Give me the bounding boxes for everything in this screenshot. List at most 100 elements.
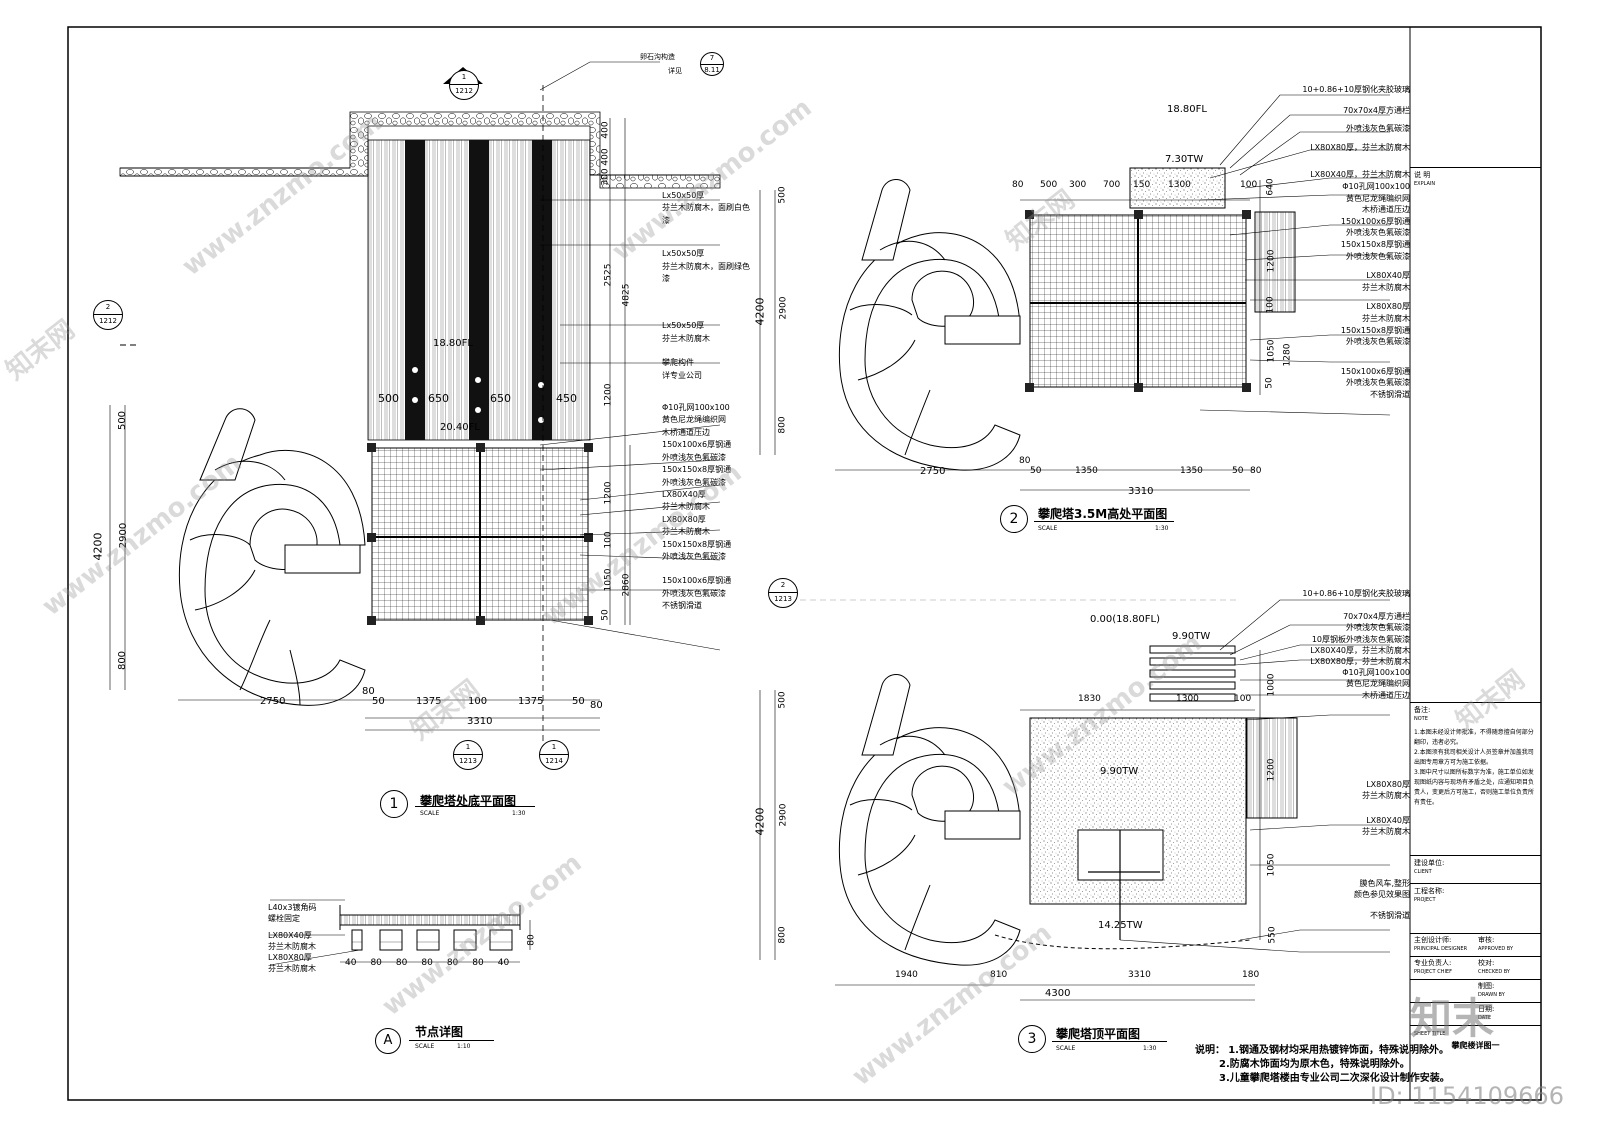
watermark-logo: 知末: [1410, 994, 1495, 1043]
p1-elev-a: 18.80FL: [433, 338, 473, 349]
note-item: 2.防腐木饰面均为原木色，特殊说明除外。: [1219, 1059, 1410, 1070]
p3-dim: 810: [990, 970, 1008, 980]
tb-cell: 日期:: [1478, 1005, 1495, 1013]
p1-label: 外喷浅灰色氟碳漆: [662, 452, 726, 462]
dA-label: 螺栓固定: [268, 914, 300, 923]
dA-dim: 80: [446, 958, 459, 968]
spiral-slide-3: [838, 674, 1021, 966]
p2-label: 芬兰木防腐木: [1362, 313, 1410, 323]
p1-dim: 80: [590, 700, 603, 711]
p1-label: 木桥通道压边: [662, 427, 710, 437]
project-cn: 工程名称:: [1414, 887, 1445, 895]
p2-label: 外喷浅灰色氟碳漆: [1346, 124, 1410, 134]
p2-dim: 50: [1232, 466, 1244, 476]
p3-dim: 180: [1242, 970, 1260, 980]
tb-row: 主创设计师: PRINCIPAL DESIGNER 审核: APPROVED B…: [1410, 934, 1541, 957]
p2-dim: 1350: [1180, 466, 1203, 476]
title-circle: A: [375, 1028, 401, 1054]
tb-cell: CHECKED BY: [1478, 969, 1510, 975]
p3-elev-d: 14.25TW: [1098, 920, 1143, 931]
p1-dim: 1375: [518, 696, 544, 707]
p1-rdim2: 2860: [621, 573, 632, 597]
detailA-label-column: L40x3镀角码 螺栓固定 LX80X40厚 芬兰木防腐木 LX80X80厚 芬…: [268, 902, 316, 974]
title-block-note: 备注: NOTE 1.本图未经设计师批准，不得随意擅自何部分翻印，违者必究。 2…: [1410, 702, 1541, 852]
p2-left-dim: 2750: [920, 466, 946, 477]
plan2-drawing: [838, 167, 1296, 471]
dark-strip-1: [405, 140, 425, 440]
p2-rdim: 50: [1264, 377, 1275, 389]
p2-vtotal: 4200: [753, 297, 767, 326]
marker-ref: 1213: [454, 754, 482, 768]
spiral-slide-1: [178, 408, 366, 706]
p1-label: LX80X40厚: [662, 489, 706, 499]
desc-cn: 说 明: [1414, 171, 1431, 179]
title-block-desc: 说 明 EXPLAIN: [1410, 167, 1541, 192]
p1-rtotal: 4825: [621, 283, 632, 307]
dA-dim: 80: [421, 958, 433, 968]
p1-label: 不锈钢滑道: [662, 601, 702, 611]
p3-rdim: 1000: [1266, 673, 1277, 697]
title-rule: [415, 806, 535, 807]
p1-dim: 100: [468, 696, 488, 707]
p1-label: 150x150x8厚钢通: [662, 539, 732, 549]
p1-dim: 1375: [416, 696, 442, 707]
title-block-rows: 主创设计师: PRINCIPAL DESIGNER 审核: APPROVED B…: [1410, 933, 1541, 1026]
p2-total: 3310: [1128, 486, 1154, 497]
p2-rdim: 640: [1265, 178, 1276, 196]
p3-label: LX80X40厚: [1366, 816, 1410, 826]
sheet-border: [67, 26, 1542, 1101]
p3-dim: 1940: [895, 970, 918, 980]
p2-elev-a: 18.80FL: [1167, 104, 1207, 115]
glass-rail-3: [1149, 645, 1236, 702]
title-block: 说 明 EXPLAIN 备注: NOTE 1.本图未经设计师批准，不得随意擅自何…: [1410, 27, 1541, 1100]
callout-text: 详见: [668, 67, 682, 75]
p1-dim: 80: [362, 686, 375, 697]
dA-dim: 40: [345, 958, 357, 968]
p2-label: Φ10孔网100x100: [1342, 181, 1410, 191]
p1-label: 芬兰木防腐木: [662, 527, 710, 537]
p3-vdim: 500: [777, 691, 788, 709]
p2-rdim: 1050: [1266, 339, 1277, 363]
p1-label: 攀爬构件: [662, 358, 694, 368]
p2-dim: 150: [1133, 180, 1151, 190]
p1-elev-b: 20.40FL: [440, 422, 480, 433]
title-block-sheet: SHEET TITLE 攀爬楼详图一: [1410, 1027, 1541, 1100]
section-marker-top: 1 1212: [443, 67, 483, 103]
p2-label: 70x70x4厚方通栏: [1343, 105, 1410, 115]
title-circle: 3: [1018, 1025, 1046, 1053]
marker-ref: 1212: [94, 314, 122, 328]
marker-ref: 1212: [450, 84, 478, 98]
plan2-label-column: 10+0.86+10厚钢化夹胶玻璃 70x70x4厚方通栏 外喷浅灰色氟碳漆 L…: [1300, 84, 1410, 400]
title-block-client: 建设单位: CLIENT: [1410, 855, 1541, 883]
p3-elev-a: 0.00(18.80FL): [1090, 614, 1161, 625]
tb-cell: PROJECT CHIEF: [1414, 969, 1452, 975]
dA-dim: 80: [472, 958, 484, 968]
title-text: 节点详图: [415, 1025, 464, 1039]
p2-label: 黄色尼龙绳编织网: [1346, 193, 1410, 203]
spiral-slide-2: [838, 179, 1021, 471]
p3-rdim: 1200: [1266, 758, 1277, 782]
p2-label: LX80X80厚，芬兰木防腐木: [1310, 142, 1410, 152]
tb-row: 专业负责人: PROJECT CHIEF 校对: CHECKED BY: [1410, 957, 1541, 980]
p2-label: 木桥通道压边: [1362, 205, 1410, 215]
p2-vdim: 2900: [778, 296, 789, 320]
dA-label: 芬兰木防腐木: [268, 942, 316, 951]
p1-label: Lx50x50厚: [662, 321, 705, 331]
p2-vdim: 500: [777, 186, 788, 204]
p1-dim: 650: [490, 392, 511, 405]
p3-label: 芬兰木防腐木: [1362, 827, 1410, 837]
dark-strip-2: [469, 140, 489, 440]
scale-value: 1:30: [1143, 1045, 1157, 1052]
p3-label: Φ10孔网100x100: [1342, 668, 1410, 678]
scale-label: SCALE: [420, 810, 440, 817]
dark-strip-3: [532, 140, 552, 440]
p3-label: 10厚钢板外喷浅灰色氟碳漆: [1311, 634, 1410, 644]
p2-dim: 80: [1250, 466, 1262, 476]
notes-title: 说明：: [1195, 1045, 1225, 1056]
p1-dim: 50: [572, 696, 585, 707]
title-circle: 1: [380, 790, 408, 818]
p1-rdim: 1200: [603, 383, 614, 407]
scale-label: SCALE: [415, 1043, 435, 1050]
p3-dim: 1830: [1078, 694, 1101, 704]
